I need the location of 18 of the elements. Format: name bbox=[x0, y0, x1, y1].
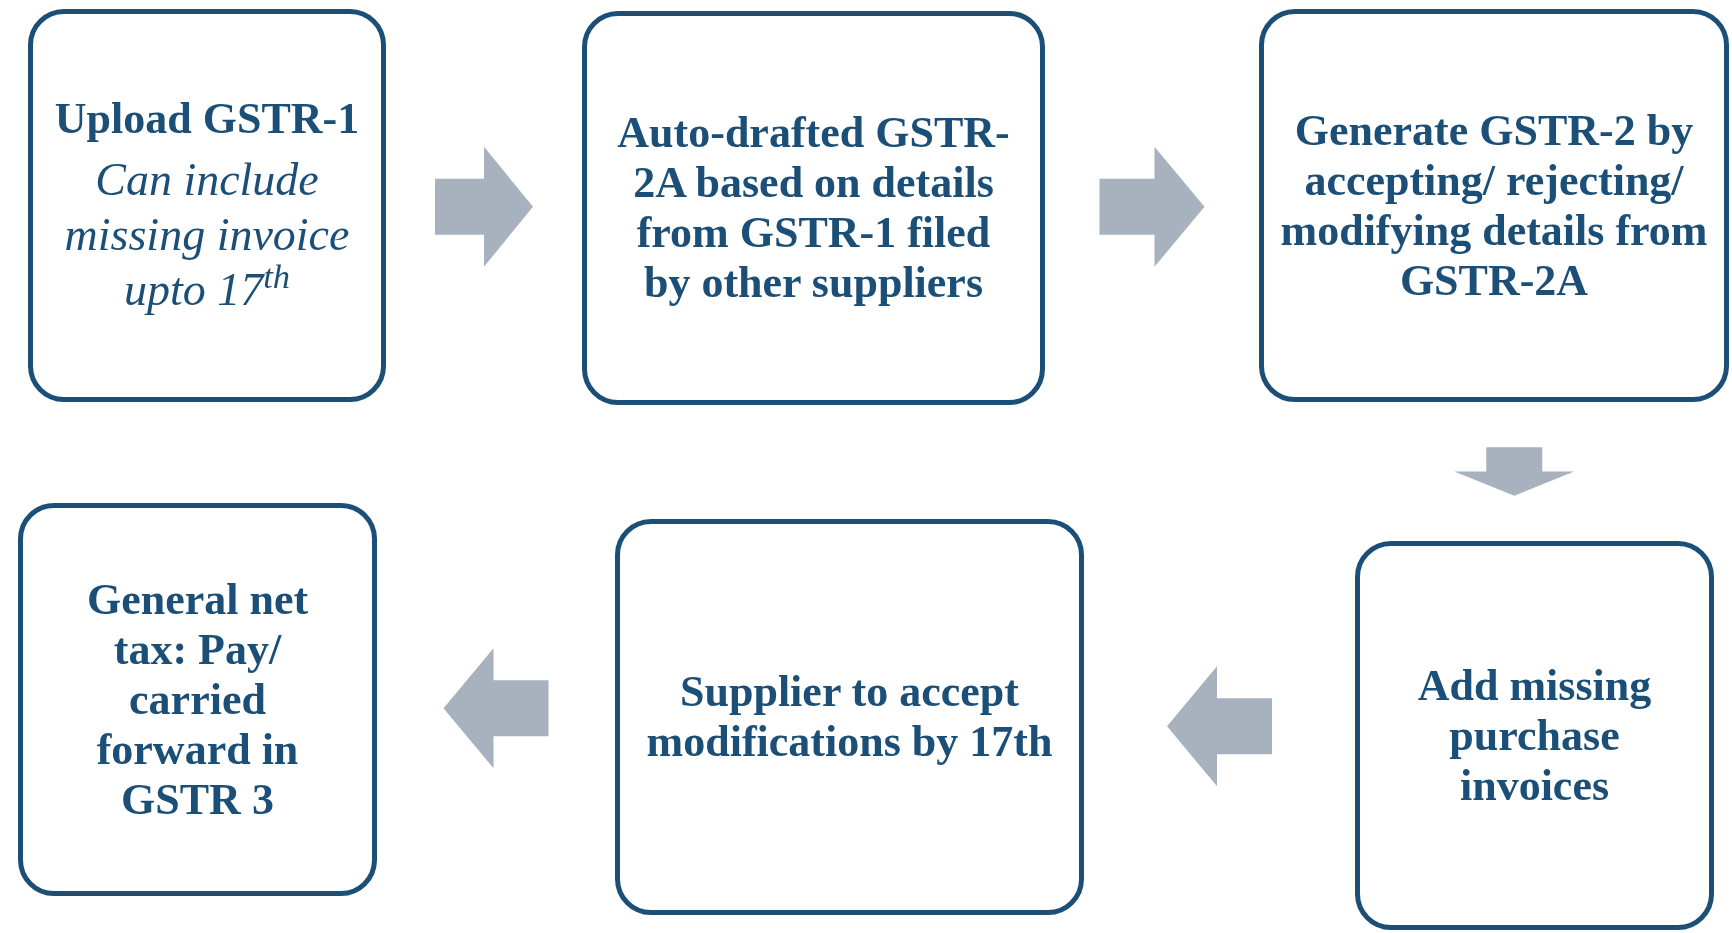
step-note: Can include missing invoice upto 17$^{th}$ bbox=[63, 153, 351, 317]
process-box bbox=[615, 519, 1084, 915]
step-text: Supplier to accept modifications by 17th bbox=[645, 667, 1054, 767]
block-arrow bbox=[1454, 447, 1575, 496]
block-arrow bbox=[435, 146, 533, 267]
process-box bbox=[1355, 541, 1714, 930]
step-text: Generate GSTR-2 by accepting/ rejecting/ modifying details from GSTR-2A bbox=[1279, 105, 1709, 306]
process-box bbox=[18, 503, 377, 896]
process-box bbox=[28, 9, 386, 402]
step-text: General net tax: Pay/ carried forward in GSTR 3 bbox=[85, 574, 310, 825]
step-text: Add missing purchase invoices bbox=[1416, 660, 1653, 811]
process-box bbox=[1259, 9, 1729, 402]
block-arrow bbox=[1099, 146, 1205, 267]
block-arrow bbox=[443, 648, 549, 769]
step-text: Upload GSTR-1 bbox=[54, 94, 360, 144]
step-text: Auto-drafted GSTR-2A based on details from GSTR-1 filed by other suppliers bbox=[616, 108, 1011, 308]
process-box bbox=[582, 11, 1045, 405]
block-arrow bbox=[1167, 666, 1272, 787]
